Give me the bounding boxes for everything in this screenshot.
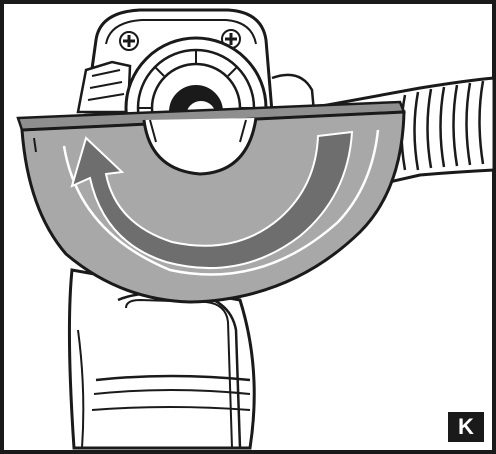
motor-housing [67,268,256,450]
wheel-guard [16,100,406,304]
figure-label: K [448,412,484,442]
rotation-arrow [70,130,354,270]
screw-left [119,31,139,51]
